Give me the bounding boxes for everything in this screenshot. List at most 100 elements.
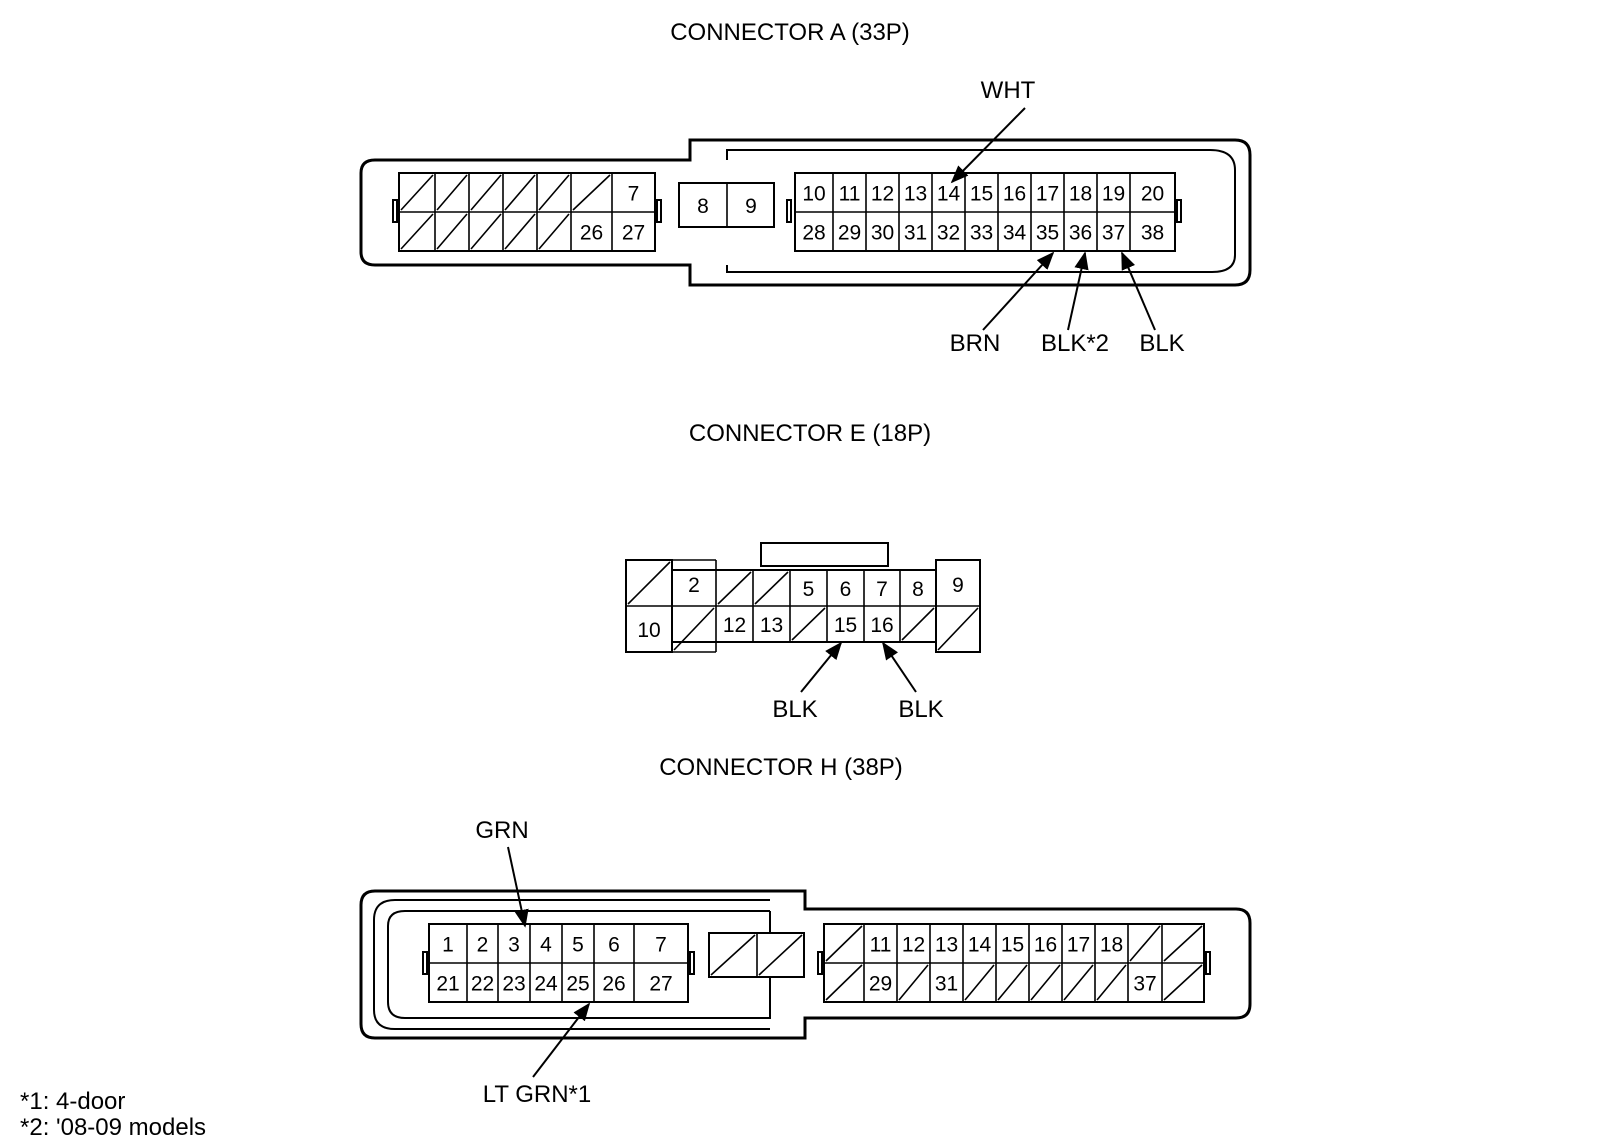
blank-cavity	[400, 213, 434, 250]
pin-a-38: 38	[1141, 222, 1164, 245]
blank-cavity	[717, 571, 752, 605]
pin-h-27: 27	[649, 973, 672, 996]
footnotes: *1: 4-door *2: '08-09 models	[20, 1088, 206, 1141]
blank-cavity	[754, 571, 789, 605]
wire-e-16: BLK	[898, 696, 943, 723]
pin-h-14: 14	[968, 934, 992, 957]
pin-e-5: 5	[803, 578, 815, 601]
pin-h-24: 24	[534, 973, 558, 996]
pin-h-31: 31	[935, 973, 958, 996]
pin-a-33: 33	[970, 222, 993, 245]
pin-e-13: 13	[760, 614, 783, 637]
pin-h-3: 3	[508, 934, 520, 957]
pin-h-5: 5	[572, 934, 584, 957]
blank-cavity	[572, 174, 611, 211]
pin-e-10: 10	[637, 619, 660, 642]
pin-h-17: 17	[1067, 934, 1090, 957]
pin-h-15: 15	[1001, 934, 1024, 957]
blank-cavity	[470, 213, 502, 250]
pin-h-11: 11	[870, 934, 892, 957]
wire-e-15: BLK	[772, 696, 817, 723]
pin-h-4: 4	[540, 934, 552, 957]
pin-a-18: 18	[1069, 183, 1092, 206]
connector-h-middle-block	[708, 932, 805, 978]
pin-h-18: 18	[1100, 934, 1123, 957]
pin-h-6: 6	[608, 934, 620, 957]
pin-a-9: 9	[745, 195, 757, 218]
blank-cavity	[1030, 964, 1061, 1001]
pin-h-25: 25	[566, 973, 589, 996]
pin-h-21: 21	[436, 973, 459, 996]
pin-h-22: 22	[471, 973, 494, 996]
pin-e-15: 15	[834, 614, 857, 637]
pin-h-26: 26	[602, 973, 625, 996]
pin-a-13: 13	[904, 183, 927, 206]
footnote-1: *1: 4-door	[20, 1088, 125, 1115]
connector-a-title: CONNECTOR A (33P)	[670, 19, 910, 46]
pin-a-20: 20	[1141, 183, 1164, 206]
blank-cavity	[1096, 964, 1127, 1001]
pin-e-16: 16	[870, 614, 893, 637]
pin-a-16: 16	[1003, 183, 1026, 206]
blank-cavity	[791, 607, 826, 641]
pin-e-2: 2	[688, 574, 700, 597]
pin-a-26: 26	[580, 222, 603, 245]
blank-cavity	[901, 607, 935, 641]
blank-cavity	[538, 174, 570, 211]
connector-a-housing	[359, 138, 1252, 287]
blank-cavity	[436, 174, 468, 211]
pin-a-17: 17	[1036, 183, 1059, 206]
blank-cavity	[504, 174, 536, 211]
connector-e-latch	[760, 542, 889, 567]
pin-a-7: 7	[628, 183, 640, 206]
pin-a-28: 28	[802, 222, 825, 245]
footnote-2: *2: '08-09 models	[20, 1114, 206, 1141]
connector-h-housing	[359, 889, 1252, 1040]
pin-h-1: 1	[442, 934, 454, 957]
pin-e-6: 6	[840, 578, 852, 601]
pin-a-19: 19	[1102, 183, 1125, 206]
blank-cavity	[400, 174, 434, 211]
blank-cavity	[470, 174, 502, 211]
pin-a-10: 10	[802, 183, 825, 206]
pin-e-9: 9	[952, 574, 964, 597]
blank-cavity	[997, 964, 1028, 1001]
pin-h-37: 37	[1133, 973, 1156, 996]
connector-h-title: CONNECTOR H (38P)	[659, 754, 903, 781]
blank-cavity	[1163, 964, 1203, 1001]
pin-a-37: 37	[1102, 222, 1125, 245]
pin-e-8: 8	[912, 578, 924, 601]
pin-a-8: 8	[697, 195, 709, 218]
pin-h-23: 23	[502, 973, 525, 996]
pin-h-12: 12	[902, 934, 925, 957]
pin-h-2: 2	[477, 934, 489, 957]
pin-a-27: 27	[622, 222, 645, 245]
pin-a-35: 35	[1036, 222, 1059, 245]
blank-cavity	[1063, 964, 1094, 1001]
blank-cavity	[538, 213, 570, 250]
pin-h-16: 16	[1034, 934, 1057, 957]
pin-a-31: 31	[904, 222, 927, 245]
pin-a-32: 32	[937, 222, 960, 245]
pin-a-15: 15	[970, 183, 993, 206]
wire-h-25: LT GRN*1	[483, 1081, 591, 1108]
connector-a-left-block: 7 26 27	[398, 172, 656, 252]
wire-a-36: BLK*2	[1041, 330, 1109, 357]
pin-h-13: 13	[935, 934, 958, 957]
pin-a-11: 11	[839, 183, 861, 206]
pin-a-12: 12	[871, 183, 894, 206]
blank-cavity	[825, 964, 863, 1001]
pin-e-12: 12	[723, 614, 746, 637]
pin-h-7: 7	[655, 934, 667, 957]
wire-a-14: WHT	[981, 77, 1036, 104]
connector-e-title: CONNECTOR E (18P)	[689, 420, 931, 447]
blank-cavity	[898, 964, 929, 1001]
